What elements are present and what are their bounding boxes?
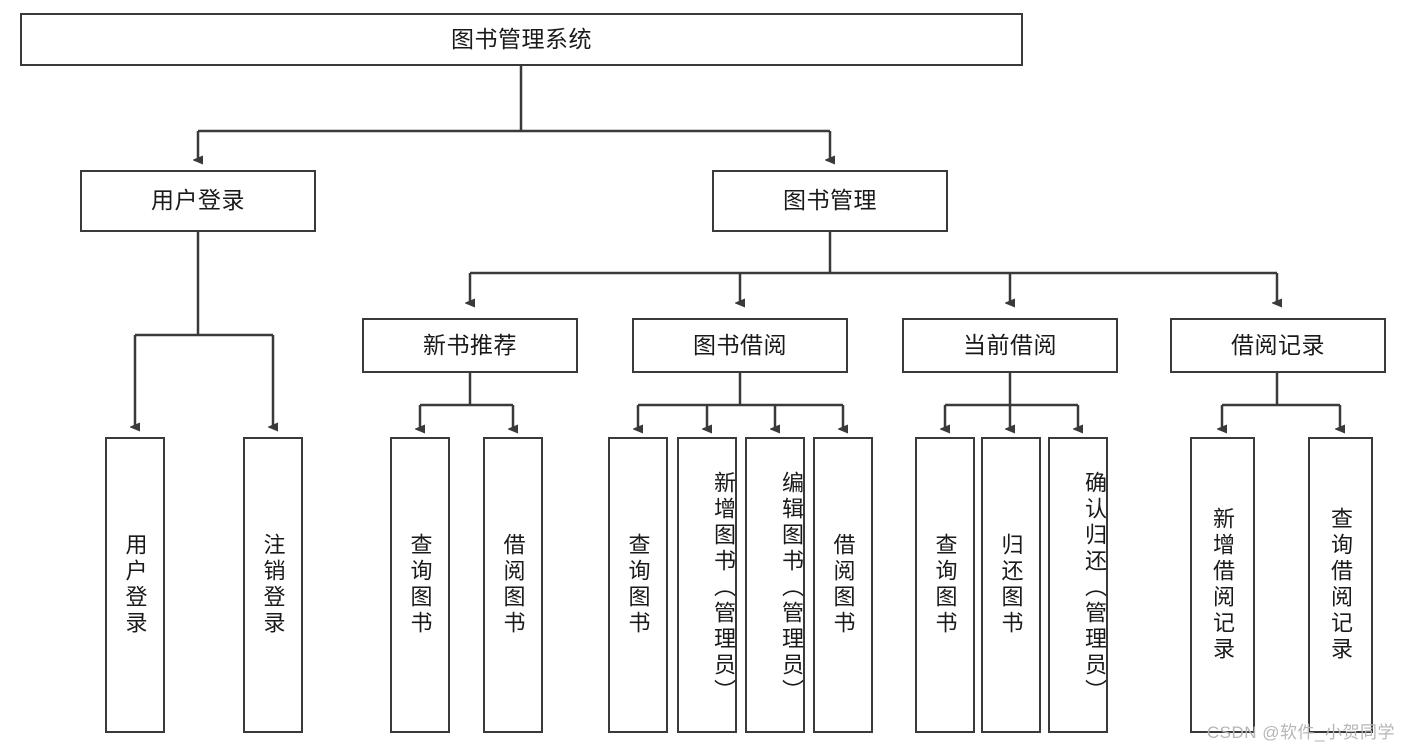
node-label: 查询图书: [625, 533, 651, 637]
node-label: 新增借阅记录: [1210, 507, 1236, 663]
node-user-login[interactable]: 用户登录: [80, 170, 316, 232]
leaf-query-book-current[interactable]: 查询图书: [915, 437, 975, 733]
node-label: 新书推荐: [423, 331, 517, 358]
node-label: 查询图书: [932, 533, 958, 637]
leaf-user-login[interactable]: 用户登录: [105, 437, 165, 733]
node-label: 确认归还（管理员）: [1082, 471, 1107, 705]
leaf-add-borrow-record[interactable]: 新增借阅记录: [1190, 437, 1255, 733]
node-label: 图书借阅: [693, 331, 787, 358]
node-current-borrow[interactable]: 当前借阅: [902, 318, 1118, 373]
leaf-add-book-admin[interactable]: 新增图书（管理员）: [677, 437, 737, 733]
leaf-return-book[interactable]: 归还图书: [981, 437, 1041, 733]
node-label: 用户登录: [151, 187, 245, 214]
leaf-query-book-borrow[interactable]: 查询图书: [608, 437, 668, 733]
node-label: 借阅图书: [830, 533, 856, 637]
node-label: 图书管理系统: [451, 25, 592, 52]
leaf-borrow-book-newbook[interactable]: 借阅图书: [483, 437, 543, 733]
node-label: 注销登录: [260, 533, 286, 637]
leaf-confirm-return-admin[interactable]: 确认归还（管理员）: [1048, 437, 1108, 733]
node-label: 查询图书: [407, 533, 433, 637]
leaf-query-book-newbook[interactable]: 查询图书: [390, 437, 450, 733]
node-label: 查询借阅记录: [1328, 507, 1354, 663]
node-label: 新增图书（管理员）: [711, 471, 736, 705]
node-label: 用户登录: [122, 533, 148, 637]
node-book-borrow[interactable]: 图书借阅: [632, 318, 848, 373]
leaf-borrow-book-borrow[interactable]: 借阅图书: [813, 437, 873, 733]
node-label: 编辑图书（管理员）: [779, 471, 804, 705]
node-borrow-record[interactable]: 借阅记录: [1170, 318, 1386, 373]
node-book-management[interactable]: 图书管理: [712, 170, 948, 232]
node-label: 图书管理: [783, 187, 877, 214]
leaf-edit-book-admin[interactable]: 编辑图书（管理员）: [745, 437, 805, 733]
node-new-book-recommendation[interactable]: 新书推荐: [362, 318, 578, 373]
node-label: 借阅图书: [500, 533, 526, 637]
leaf-logout-login[interactable]: 注销登录: [243, 437, 303, 733]
node-label: 归还图书: [998, 533, 1024, 637]
node-label: 借阅记录: [1231, 331, 1325, 358]
node-root-book-management-system[interactable]: 图书管理系统: [20, 13, 1023, 66]
leaf-query-borrow-record[interactable]: 查询借阅记录: [1308, 437, 1373, 733]
watermark: CSDN @软件_小贺同学: [1206, 723, 1395, 742]
node-label: 当前借阅: [963, 331, 1057, 358]
